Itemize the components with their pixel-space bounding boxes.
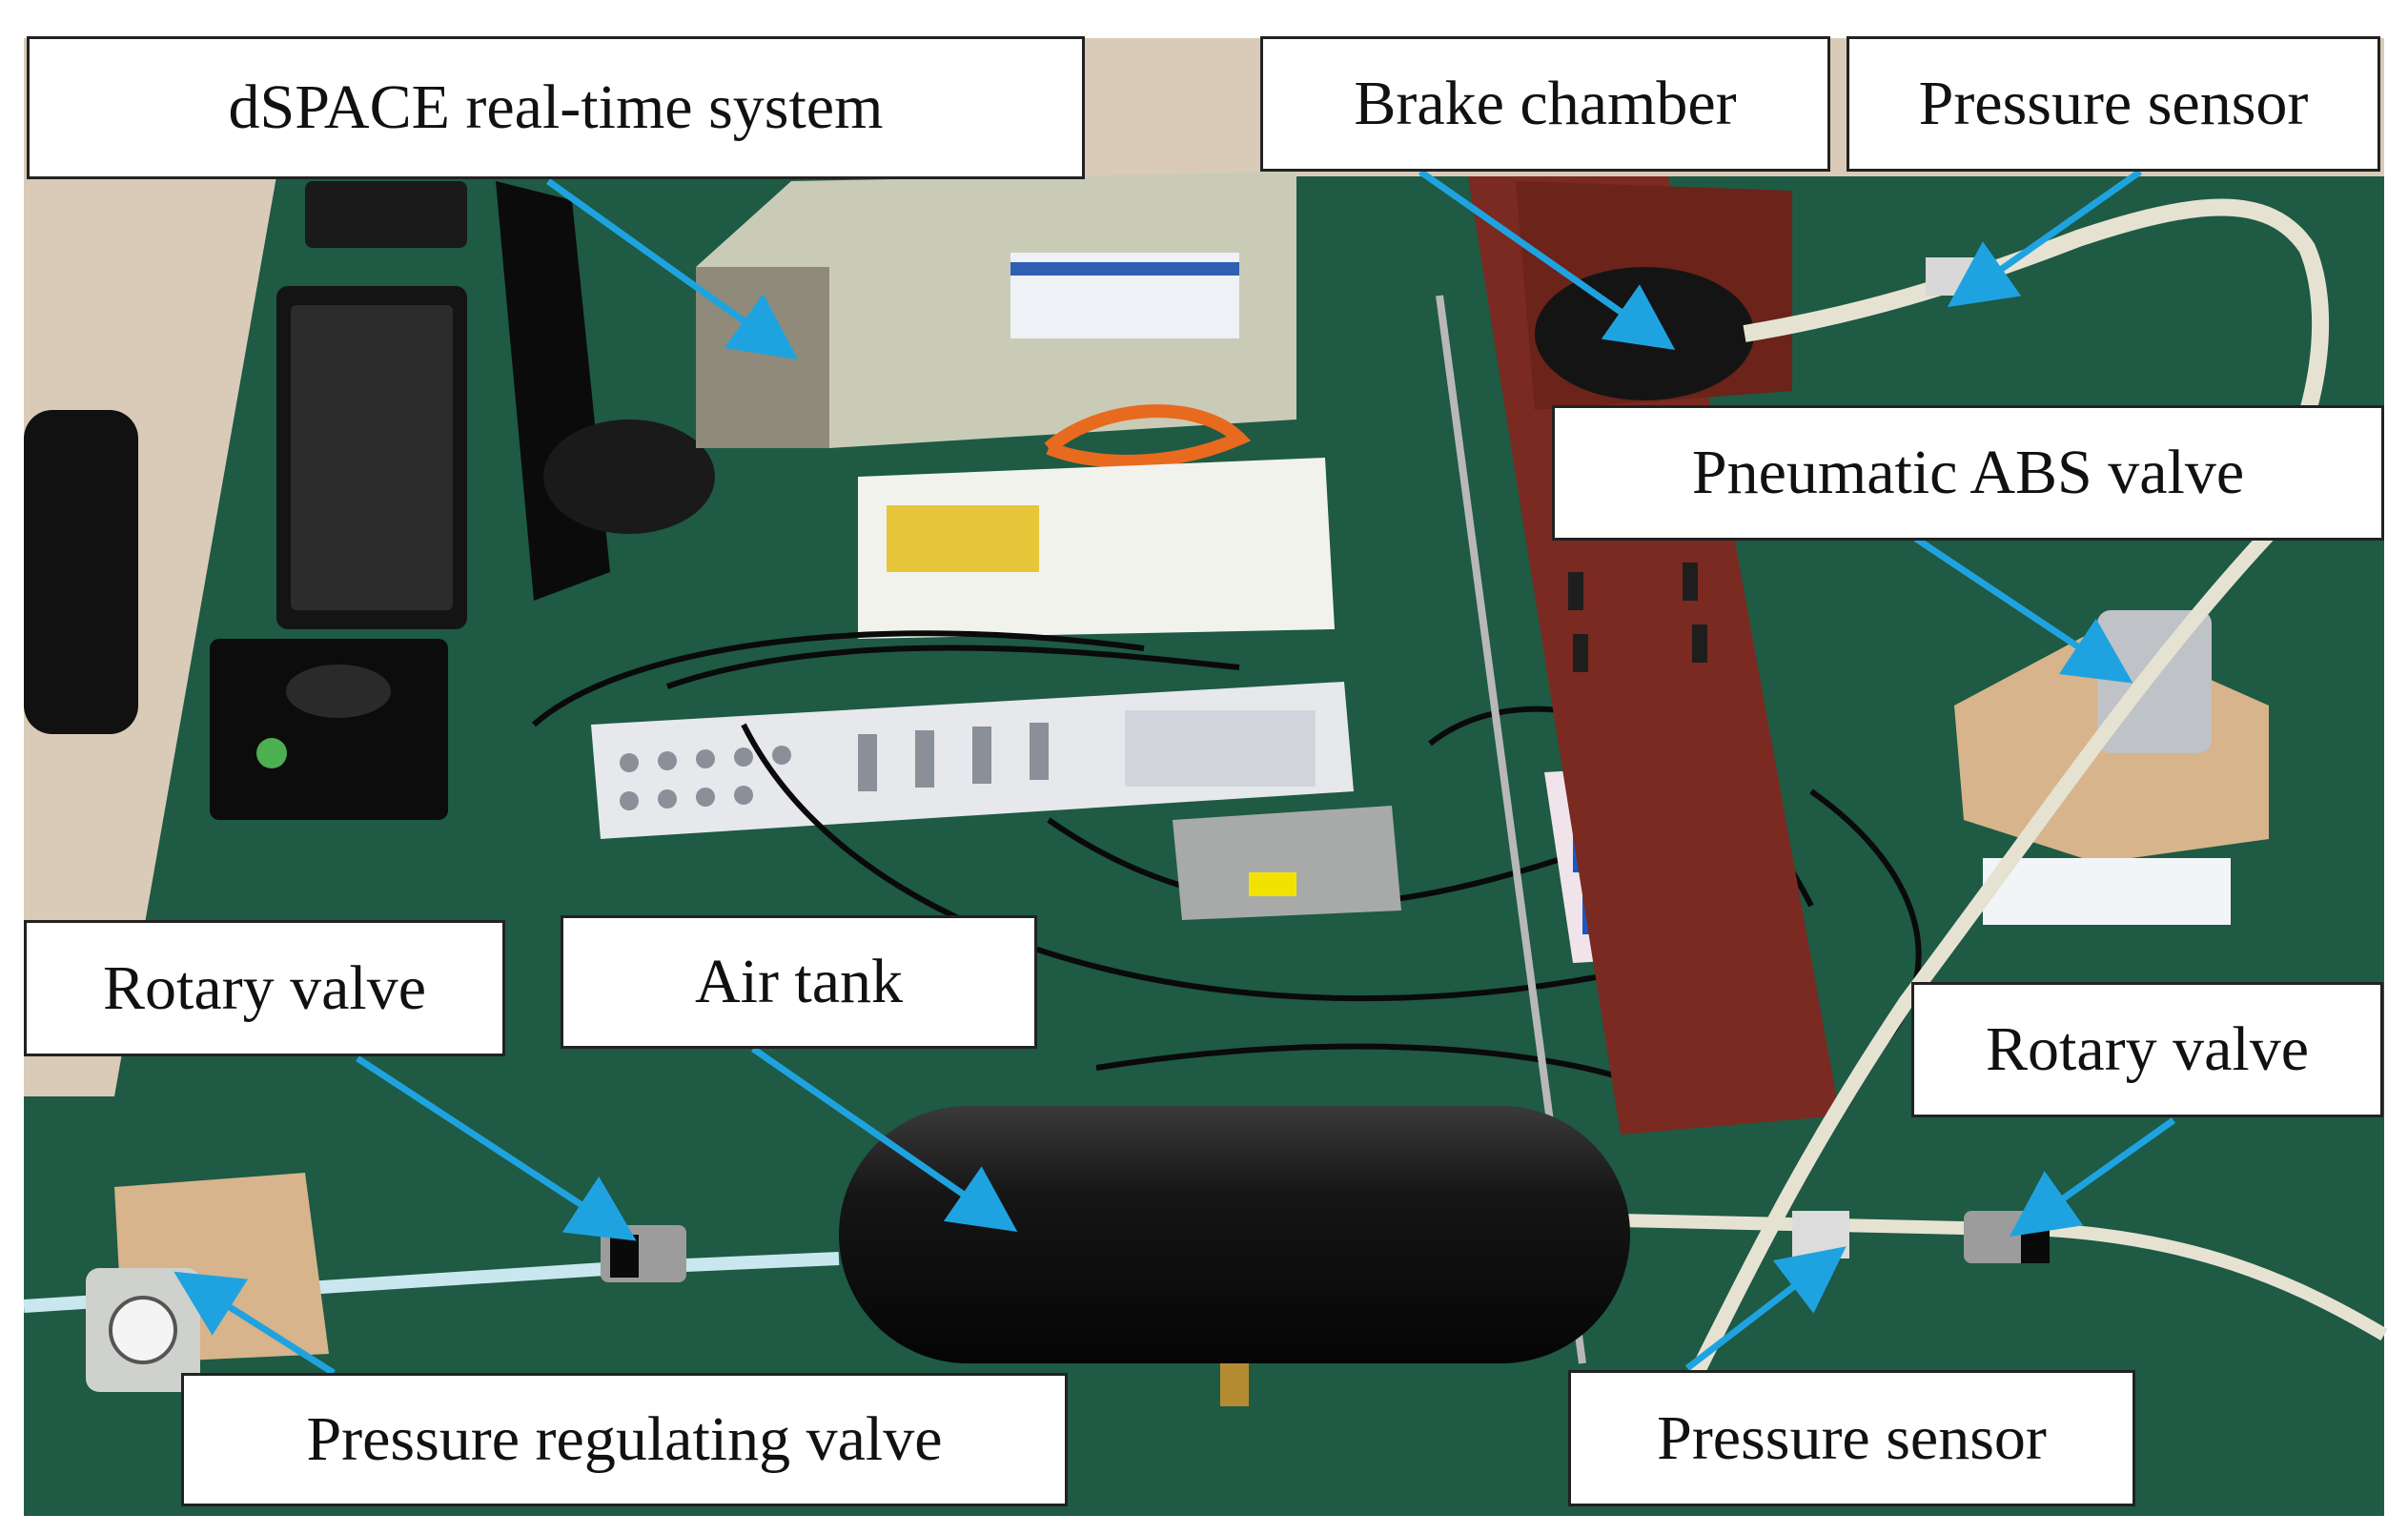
left-chair <box>24 410 138 734</box>
arrow-rotary-right <box>2009 1117 2176 1238</box>
keyboard-keys <box>291 305 453 610</box>
laptop-corner <box>305 181 467 248</box>
arrow-pressure-sensor-top <box>1947 169 2143 308</box>
air-tank-drain <box>1220 1363 1249 1406</box>
arrow-rotary-left <box>356 1055 637 1241</box>
label-brake-chamber: Brake chamber <box>1260 36 1830 172</box>
orange-cable <box>1044 404 1252 468</box>
label-pressure-sensor-bottom: Pressure sensor <box>1568 1370 2135 1506</box>
label-rotary-valve-left: Rotary valve <box>24 920 505 1056</box>
callout-arrows <box>173 169 2176 1376</box>
mouse <box>286 665 391 718</box>
air-hose-top <box>1743 198 2330 501</box>
blue-label-card <box>1983 858 2231 925</box>
arrow-dspace <box>545 178 799 360</box>
power-supply <box>1173 806 1401 920</box>
label-pressure-sensor-top: Pressure sensor <box>1847 36 2380 172</box>
arrow-brake-chamber <box>1418 169 1676 351</box>
power-supply-label <box>1249 872 1296 896</box>
brake-chamber-body <box>1535 267 1754 400</box>
right-rotary-valve-handle <box>2021 1220 2050 1263</box>
bottom-pressure-sensor <box>1792 1211 1849 1259</box>
label-dspace-real-time-system: dSPACE real-time system <box>27 36 1085 179</box>
left-rotary-valve-handle <box>610 1235 639 1278</box>
label-rotary-valve-right: Rotary valve <box>1911 982 2383 1117</box>
io-connectors <box>620 710 1316 810</box>
air-tank-body <box>839 1106 1630 1363</box>
right-air-line <box>1620 1214 2388 1341</box>
arrow-pressure-sensor-bottom <box>1684 1246 1847 1371</box>
white-module <box>858 458 1335 639</box>
arrow-air-tank <box>751 1046 1018 1232</box>
label-air-tank: Air tank <box>561 915 1037 1049</box>
label-pneumatic-abs-valve: Pneumatic ABS valve <box>1552 405 2384 541</box>
dspace-front-panel <box>696 267 829 448</box>
regulator-gauge <box>109 1296 177 1364</box>
monitor-stand <box>543 420 715 534</box>
plate-slots <box>1568 563 1707 672</box>
arrow-abs-valve <box>1914 536 2133 684</box>
warning-label <box>887 505 1039 572</box>
dspace-badge-stripe <box>1010 262 1239 276</box>
label-pressure-regulating-valve: Pressure regulating valve <box>181 1373 1068 1506</box>
mouse-pad-logo <box>256 738 287 768</box>
dspace-box <box>696 172 1296 448</box>
arrow-pressure-regulating <box>173 1271 336 1376</box>
